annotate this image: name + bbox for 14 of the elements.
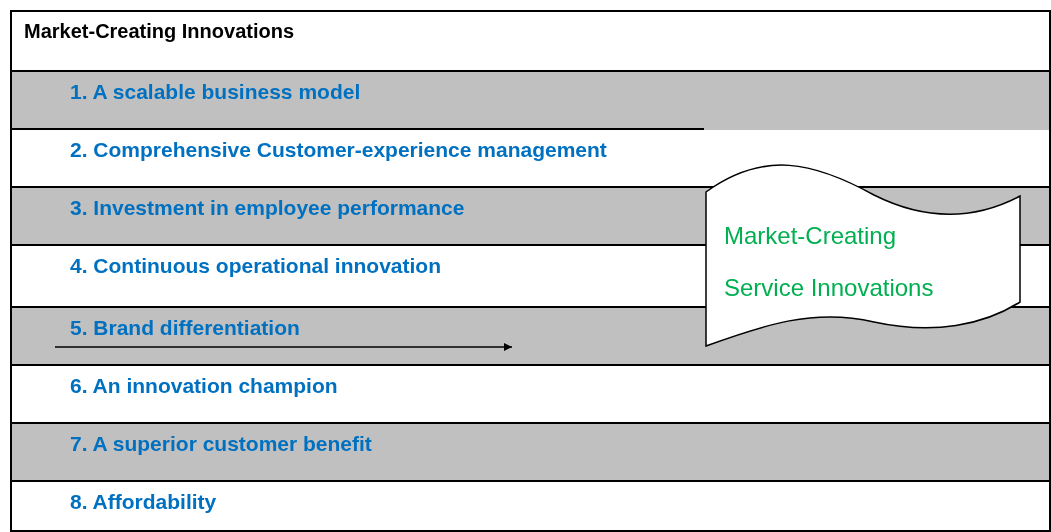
list-item: 3. Investment in employee performance: [70, 196, 465, 220]
list-item: 5. Brand differentiation: [70, 316, 300, 340]
list-item: 2. Comprehensive Customer-experience management: [70, 138, 607, 162]
list-item: 7. A superior customer benefit: [70, 432, 372, 456]
table-title: Market-Creating Innovations: [24, 20, 295, 43]
table-row: [10, 186, 704, 246]
table-row: [10, 422, 1051, 482]
list-item: 8. Affordability: [70, 490, 217, 514]
table-row: [10, 306, 704, 366]
list-item: 1. A scalable business model: [70, 80, 361, 104]
list-item: 6. An innovation champion: [70, 374, 338, 398]
banner-label: Market-Creating Service Innovations: [724, 221, 935, 303]
list-item: 4. Continuous operational innovation: [70, 254, 441, 278]
table-row: [10, 70, 1051, 130]
